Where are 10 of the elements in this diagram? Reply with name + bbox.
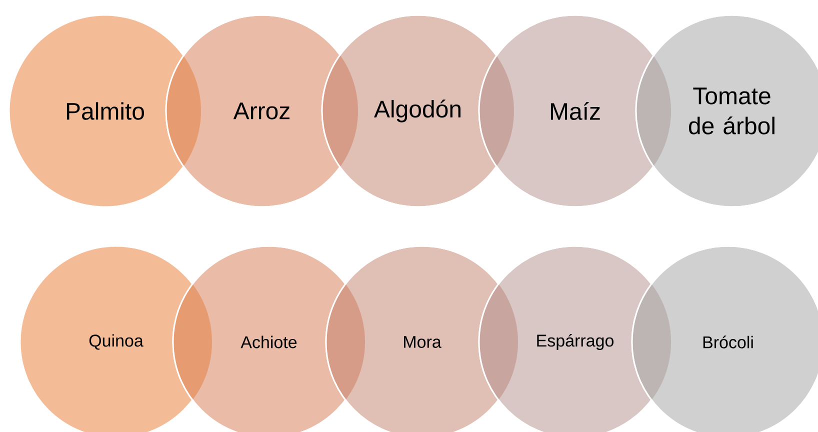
circle-label: Achiote bbox=[240, 336, 297, 348]
circle-label: Tomate de árbol bbox=[688, 88, 774, 134]
circle-label: Algodón bbox=[374, 100, 460, 122]
circle-label: Mora bbox=[404, 336, 442, 348]
circle-label: Arroz bbox=[233, 102, 290, 120]
circle-label: Espárrago bbox=[537, 334, 614, 350]
circle-label: Quinoa bbox=[89, 334, 144, 350]
circle-label: Brócoli bbox=[703, 336, 753, 348]
circle-label: Palmito bbox=[66, 102, 144, 120]
circle-label: Maíz bbox=[550, 102, 600, 120]
